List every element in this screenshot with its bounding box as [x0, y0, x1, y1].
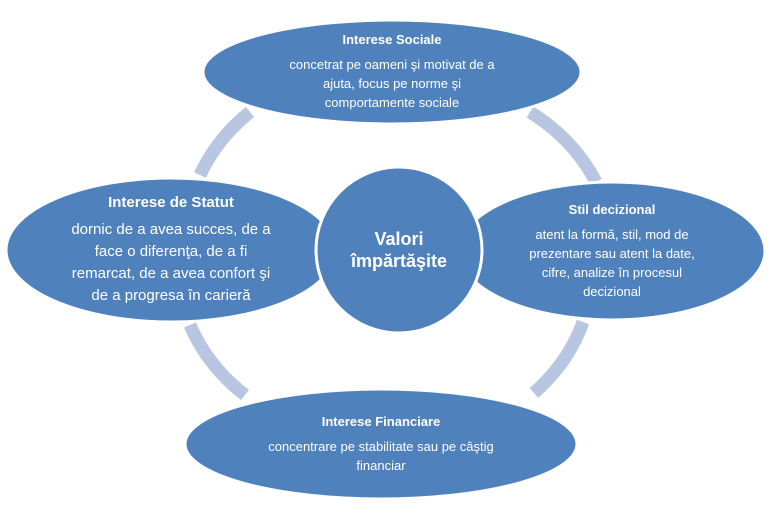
connector-arc-sociale-stil [526, 106, 602, 186]
connector-arc-stil-financiare [529, 319, 590, 398]
desc-line: decizional [583, 283, 641, 299]
center-label-line: Valori [374, 229, 424, 249]
node-title: Interese Financiare [321, 413, 441, 429]
node-interese-statut: Interese de Statut dornic de a avea succ… [6, 178, 336, 323]
node-interese-sociale: Interese Sociale concetrat pe oameni şi … [203, 20, 581, 124]
desc-line: de a progresa în carieră [91, 287, 251, 304]
node-title: Interese de Statut [108, 194, 234, 211]
desc-line: dornic de a avea succes, de a [71, 221, 271, 238]
desc-line: concetrat pe oameni şi motivat de a [289, 57, 495, 72]
desc-line: concentrare pe stabilitate sau pe câştig [268, 438, 494, 454]
node-title: Interese Sociale [342, 32, 442, 47]
node-description: atent la formă, stil, mod de prezentare … [529, 225, 695, 301]
connector-arc-financiare-statut [184, 322, 250, 401]
desc-line: face o diferenţa, de a fi [94, 243, 248, 260]
node-description: concentrare pe stabilitate sau pe câştig… [268, 437, 493, 475]
desc-line: remarcat, de a avea confort şi [71, 265, 271, 282]
ellipse-interese-sociale [201, 18, 583, 126]
node-description: concetrat pe oameni şi motivat de a ajut… [289, 55, 494, 112]
node-description: dornic de a avea succes, de a face o dif… [71, 219, 270, 307]
node-valori-impartasite: Valori împărtăşite [316, 167, 482, 333]
ellipse-interese-financiare [183, 387, 579, 501]
desc-line: prezentare sau atent la date, [529, 245, 695, 261]
node-interese-financiare: Interese Financiare concentrare pe stabi… [185, 389, 577, 499]
connector-arc-statut-sociale [194, 106, 255, 178]
desc-line: cifre, analize în procesul [541, 264, 683, 280]
node-title: Stil decizional [568, 201, 656, 217]
node-stil-decizional: Stil decizional atent la formă, stil, mo… [459, 182, 765, 320]
desc-line: atent la formă, stil, mod de [535, 226, 689, 242]
desc-line: ajuta, focus pe norme şi [322, 76, 461, 91]
center-label-line: împărtăşite [350, 251, 448, 271]
center-circle [314, 165, 484, 335]
desc-line: financiar [356, 457, 406, 473]
desc-line: comportamente sociale [324, 95, 460, 110]
